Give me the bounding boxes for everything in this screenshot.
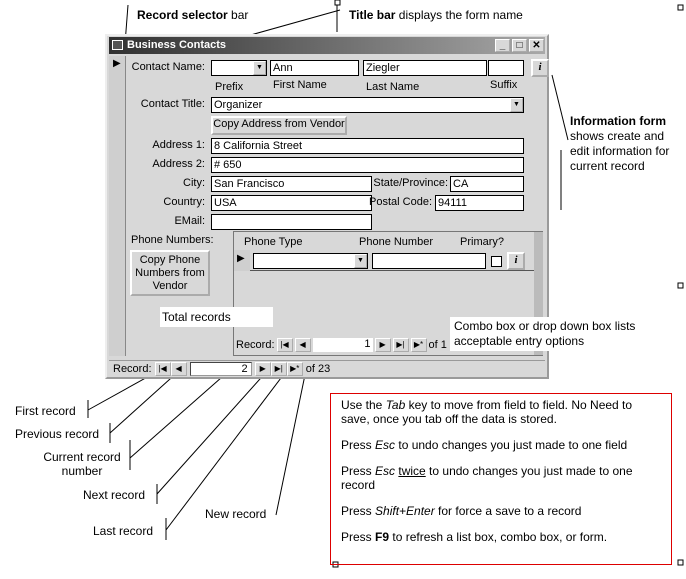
suffix-input[interactable] (488, 60, 524, 76)
current-record-number[interactable]: 2 (189, 362, 252, 376)
record-selector-bar[interactable]: ▶ (109, 56, 126, 356)
state-input[interactable]: CA (450, 176, 524, 192)
window-title: Business Contacts (127, 39, 227, 51)
title-bar[interactable]: Business Contacts _ □ ✕ (109, 37, 545, 54)
current-record-arrow-icon: ▶ (113, 58, 121, 69)
primary-checkbox[interactable] (491, 256, 502, 267)
phone-numbers-label: Phone Numbers: (131, 234, 214, 246)
first-record-button[interactable]: |◀ (154, 362, 171, 376)
copy-address-button[interactable]: Copy Address from Vendor (211, 116, 347, 135)
next-record-annotation: Next record (83, 488, 146, 502)
last-name-input[interactable]: Ziegler (363, 60, 487, 76)
previous-record-button[interactable]: ◀ (170, 362, 187, 376)
last-record-annotation: Last record (93, 524, 154, 538)
col-phone-number: Phone Number (359, 236, 433, 248)
subform-record-selector[interactable]: ▶ (234, 250, 250, 271)
tip-esc-twice: Press Esc twice to undo changes you just… (341, 464, 633, 492)
first-name-caption: First Name (273, 79, 327, 91)
last-record-icon[interactable]: ▶| (392, 338, 409, 352)
first-record-annotation: First record (15, 404, 76, 418)
subform-record-label: Record: (236, 339, 275, 351)
subform-navigation: Record: |◀◀ 1 ▶▶|▶* of 1 (236, 338, 447, 352)
state-label: State/Province: (373, 177, 448, 189)
contact-name-label: Contact Name: (131, 61, 205, 73)
postal-code-label: Postal Code: (369, 196, 432, 208)
prefix-caption: Prefix (215, 81, 244, 93)
last-name-caption: Last Name (366, 81, 420, 93)
first-name-input[interactable]: Ann (270, 60, 359, 76)
first-record-icon[interactable]: |◀ (276, 338, 293, 352)
dropdown-arrow-icon[interactable]: ▼ (354, 254, 367, 268)
address2-input[interactable]: # 650 (211, 157, 524, 173)
tip-shift-enter: Press Shift+Enter for force a save to a … (341, 504, 582, 518)
keyboard-tips-box: Use the Tab key to move from field to fi… (330, 393, 672, 565)
maximize-button[interactable]: □ (512, 39, 527, 52)
next-record-button[interactable]: ▶ (254, 362, 271, 376)
tip-tab: Use the Tab key to move from field to fi… (341, 398, 633, 426)
country-input[interactable]: USA (211, 195, 372, 211)
suffix-caption: Suffix (490, 79, 518, 91)
address2-label: Address 2: (152, 158, 205, 170)
current-record-annotation: Current record number (43, 450, 121, 478)
record-navigation-bar: Record: |◀◀ 2 ▶▶|▶* of 23 (109, 360, 545, 377)
city-label: City: (183, 177, 205, 189)
minimize-button[interactable]: _ (495, 39, 510, 52)
new-record-annotation: New record (205, 507, 267, 521)
record-selector-annotation: Record selector bar (137, 8, 249, 22)
col-phone-type: Phone Type (244, 236, 303, 248)
phone-type-combo[interactable]: ▼ (253, 253, 368, 269)
phone-info-button[interactable]: i (507, 252, 525, 270)
record-label: Record: (113, 362, 152, 375)
title-bar-annotation: Title bar displays the form name (349, 8, 523, 22)
prefix-combo[interactable]: ▼ (211, 60, 267, 76)
address1-label: Address 1: (152, 139, 205, 151)
postal-code-input[interactable]: 94111 (435, 195, 524, 211)
tip-esc: Press Esc to undo changes you just made … (341, 438, 628, 452)
previous-record-annotation: Previous record (15, 427, 100, 441)
close-button[interactable]: ✕ (529, 39, 544, 52)
new-record-button[interactable]: ▶* (286, 362, 303, 376)
email-label: EMail: (174, 215, 205, 227)
city-input[interactable]: San Francisco (211, 176, 372, 192)
combo-box-annotation: Combo box or drop down box lists accepta… (450, 317, 650, 351)
tip-f9: Press F9 to refresh a list box, combo bo… (341, 530, 608, 544)
information-button[interactable]: i (531, 59, 549, 77)
subform-record-count: of 1 (428, 339, 447, 351)
contact-title-label: Contact Title: (140, 98, 205, 110)
last-record-button[interactable]: ▶| (270, 362, 287, 376)
information-form-annotation: Information form shows create and edit i… (570, 114, 670, 173)
address1-input[interactable]: 8 California Street (211, 138, 524, 154)
total-record-count: of 23 (305, 362, 331, 375)
email-input[interactable] (211, 214, 372, 230)
form-icon (112, 40, 123, 50)
dropdown-arrow-icon[interactable]: ▼ (253, 61, 266, 75)
subform-current-record[interactable]: 1 (312, 338, 373, 352)
col-primary: Primary? (460, 236, 505, 248)
country-label: Country: (163, 196, 205, 208)
new-record-icon[interactable]: ▶* (410, 338, 427, 352)
contact-title-combo[interactable]: Organizer▼ (211, 97, 524, 113)
next-record-icon[interactable]: ▶ (374, 338, 391, 352)
total-records-annotation: Total records (160, 307, 273, 327)
copy-phone-button[interactable]: Copy Phone Numbers from Vendor (130, 250, 210, 296)
subform-scrollbar[interactable] (534, 232, 543, 355)
phone-number-input[interactable] (372, 253, 486, 269)
previous-record-icon[interactable]: ◀ (294, 338, 311, 352)
dropdown-arrow-icon[interactable]: ▼ (510, 98, 523, 112)
